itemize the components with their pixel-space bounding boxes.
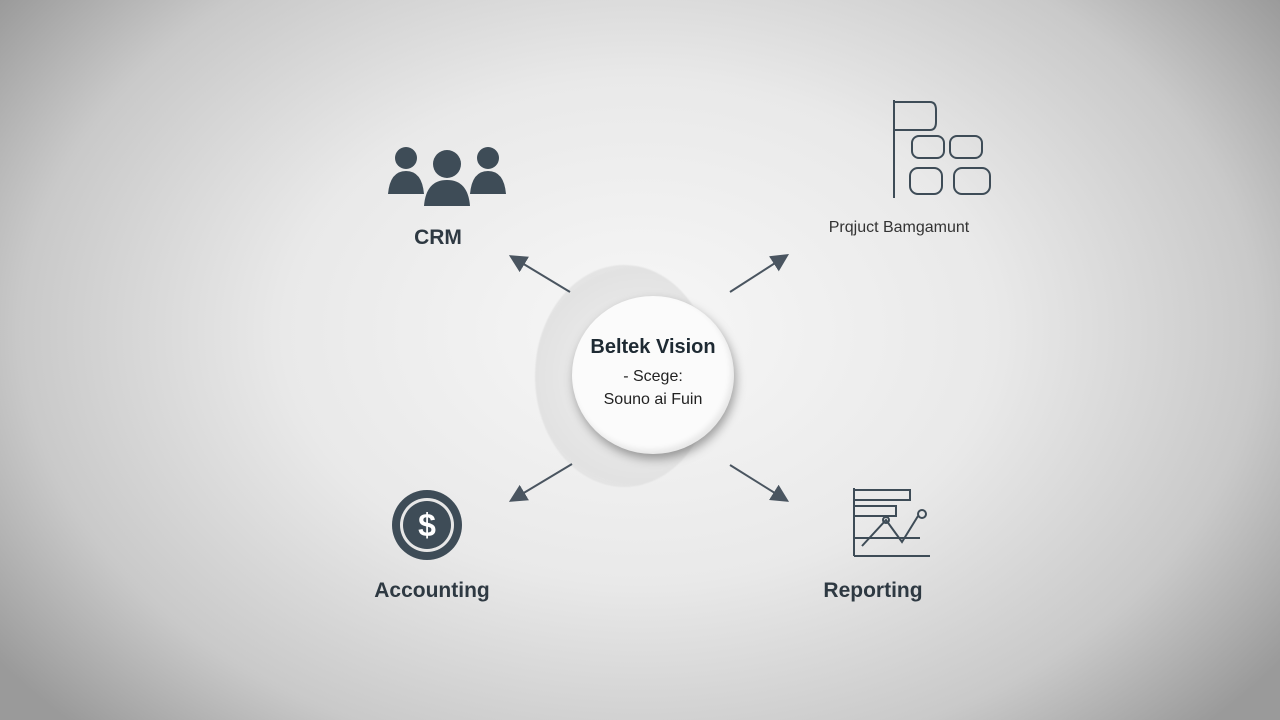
svg-text:$: $ — [418, 507, 436, 543]
users-group-icon — [388, 147, 506, 206]
project-management-label: Prqjuct Bamgamunt — [828, 219, 970, 236]
arrow-to-accounting — [508, 463, 573, 502]
hub-title: Beltek Vision — [590, 336, 716, 358]
bar-line-chart-icon — [853, 488, 930, 557]
central-hub: Beltek Vision - Scege: Souno ai Fuin — [572, 296, 734, 454]
arrow-to-project — [729, 254, 790, 293]
project-blocks-icon — [893, 100, 991, 198]
dollar-coin-icon: $ — [392, 490, 462, 560]
arrow-to-reporting — [729, 464, 790, 502]
hub-caption: Souno ai Fuin — [603, 391, 703, 408]
accounting-label: Accounting — [374, 579, 490, 602]
hub-subtitle: - Scege: — [623, 368, 683, 385]
arrow-to-crm — [508, 255, 571, 293]
reporting-label: Reporting — [823, 579, 923, 602]
crm-label: CRM — [414, 226, 462, 249]
